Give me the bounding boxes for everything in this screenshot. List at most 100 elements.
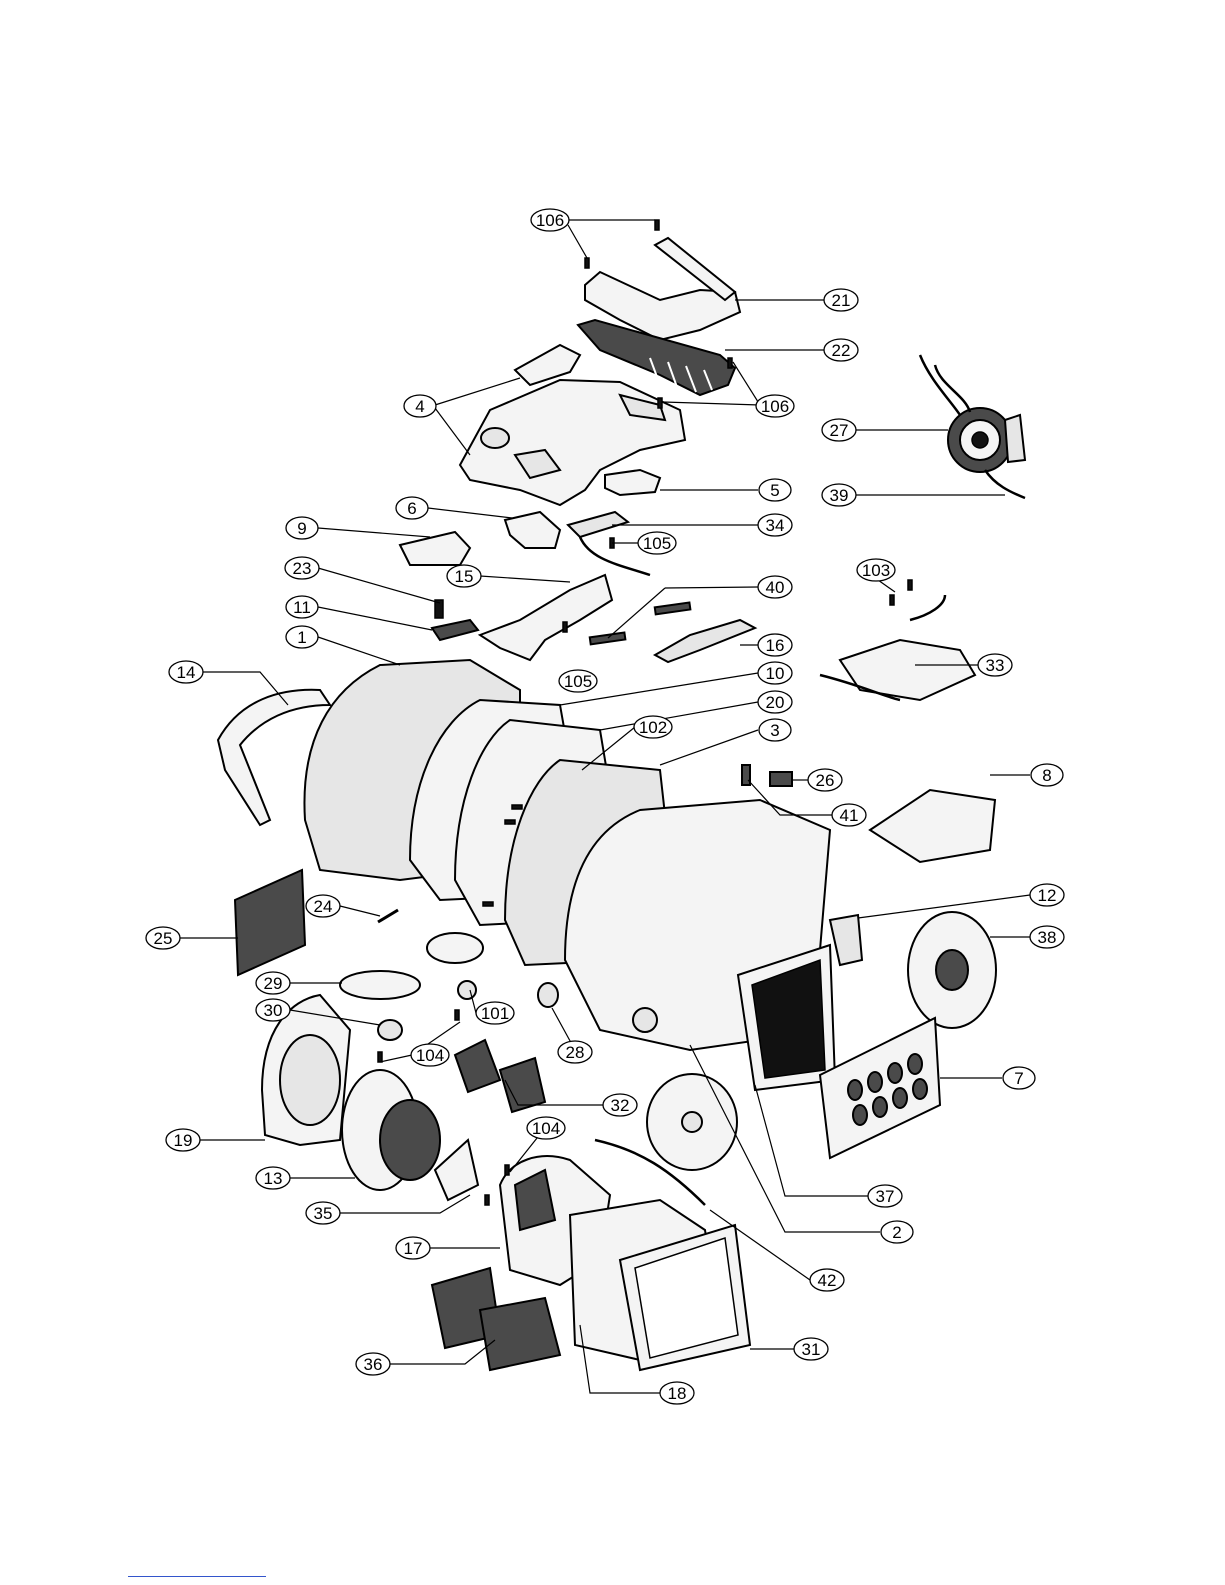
- callout-23: 23: [285, 557, 319, 579]
- door-8-part: [870, 790, 995, 862]
- callout-17: 17: [396, 1237, 430, 1259]
- svg-text:14: 14: [177, 663, 196, 682]
- svg-text:39: 39: [830, 486, 849, 505]
- callout-32: 32: [603, 1094, 637, 1116]
- svg-text:106: 106: [536, 211, 564, 230]
- callout-40: 40: [758, 576, 792, 598]
- callout-11: 11: [286, 596, 318, 618]
- svg-text:36: 36: [364, 1355, 383, 1374]
- svg-text:105: 105: [564, 672, 592, 691]
- wheel-part: [908, 912, 996, 1028]
- castor-28-part: [538, 983, 558, 1007]
- exhaust-grill-part: [820, 1018, 940, 1158]
- callout-13: 13: [256, 1167, 290, 1189]
- callout-41: 41: [832, 804, 866, 826]
- latch-housing-part: [480, 575, 612, 660]
- svg-text:16: 16: [766, 636, 785, 655]
- callout-20: 20: [758, 691, 792, 713]
- svg-text:25: 25: [154, 929, 173, 948]
- bracket-part: [435, 1140, 478, 1200]
- svg-text:12: 12: [1038, 886, 1057, 905]
- svg-text:2: 2: [892, 1223, 901, 1242]
- callout-30: 30: [256, 999, 290, 1021]
- svg-text:1: 1: [297, 628, 306, 647]
- svg-text:103: 103: [862, 561, 890, 580]
- callout-5: 5: [759, 479, 791, 501]
- callout-36: 36: [356, 1353, 390, 1375]
- svg-text:33: 33: [986, 656, 1005, 675]
- switch-assembly-part: [820, 595, 975, 700]
- button-6-part: [505, 512, 560, 548]
- lever-part: [655, 620, 755, 662]
- svg-text:7: 7: [1014, 1069, 1023, 1088]
- callout-21: 21: [824, 289, 858, 311]
- callout-102: 102: [634, 716, 672, 738]
- svg-text:20: 20: [766, 693, 785, 712]
- svg-text:13: 13: [264, 1169, 283, 1188]
- spring-40a-part: [655, 603, 691, 615]
- svg-text:38: 38: [1038, 928, 1057, 947]
- callout-24: 24: [306, 895, 340, 917]
- svg-text:104: 104: [532, 1119, 560, 1138]
- callout-103: 103: [857, 559, 895, 581]
- svg-text:10: 10: [766, 664, 785, 683]
- foam-pad-32b-part: [500, 1058, 545, 1112]
- filter-cover-disc-part: [647, 1074, 737, 1170]
- svg-text:21: 21: [832, 291, 851, 310]
- svg-text:5: 5: [770, 481, 779, 500]
- callout-25: 25: [146, 927, 180, 949]
- filter-pad-part: [235, 870, 305, 975]
- castor-cap-part: [458, 981, 476, 999]
- svg-text:9: 9: [297, 519, 306, 538]
- svg-text:8: 8: [1042, 766, 1051, 785]
- spring-40b-part: [590, 633, 626, 645]
- svg-text:32: 32: [611, 1096, 630, 1115]
- spring-41-part: [742, 765, 750, 785]
- caster-part: [378, 1020, 402, 1040]
- svg-text:19: 19: [174, 1131, 193, 1150]
- callout-29: 29: [256, 972, 290, 994]
- svg-text:35: 35: [314, 1204, 333, 1223]
- svg-text:6: 6: [407, 499, 416, 518]
- callout-39: 39: [822, 484, 856, 506]
- callout-9: 9: [286, 517, 318, 539]
- svg-text:26: 26: [816, 771, 835, 790]
- callout-104-right: 104: [527, 1117, 565, 1139]
- callout-19: 19: [166, 1129, 200, 1151]
- callout-105-lower: 105: [559, 670, 597, 692]
- callout-3: 3: [759, 719, 791, 741]
- callout-34: 34: [758, 514, 792, 536]
- svg-text:27: 27: [830, 421, 849, 440]
- callout-106-top: 106: [531, 209, 569, 231]
- svg-text:24: 24: [314, 897, 333, 916]
- svg-text:30: 30: [264, 1001, 283, 1020]
- callout-42: 42: [810, 1269, 844, 1291]
- svg-text:104: 104: [416, 1046, 444, 1065]
- svg-text:15: 15: [455, 567, 474, 586]
- callout-2: 2: [881, 1221, 913, 1243]
- callout-8: 8: [1031, 764, 1063, 786]
- svg-text:29: 29: [264, 974, 283, 993]
- callout-7: 7: [1003, 1067, 1035, 1089]
- svg-text:3: 3: [770, 721, 779, 740]
- callout-14: 14: [169, 661, 203, 683]
- callout-15: 15: [447, 565, 481, 587]
- svg-text:41: 41: [840, 806, 859, 825]
- svg-text:28: 28: [566, 1043, 585, 1062]
- button-5-part: [605, 470, 660, 495]
- foam-36b-part: [480, 1298, 560, 1370]
- callout-38: 38: [1030, 926, 1064, 948]
- callout-104-left: 104: [411, 1044, 449, 1066]
- callout-18: 18: [660, 1382, 694, 1404]
- callout-31: 31: [794, 1338, 828, 1360]
- cord-reel-part: [920, 355, 1025, 498]
- callout-26: 26: [808, 769, 842, 791]
- callout-1: 1: [286, 626, 318, 648]
- motor-part: [342, 1070, 440, 1190]
- svg-text:18: 18: [668, 1384, 687, 1403]
- callout-10: 10: [758, 662, 792, 684]
- svg-text:40: 40: [766, 578, 785, 597]
- latch-11-part: [432, 620, 478, 640]
- callout-22: 22: [824, 339, 858, 361]
- svg-text:34: 34: [766, 516, 785, 535]
